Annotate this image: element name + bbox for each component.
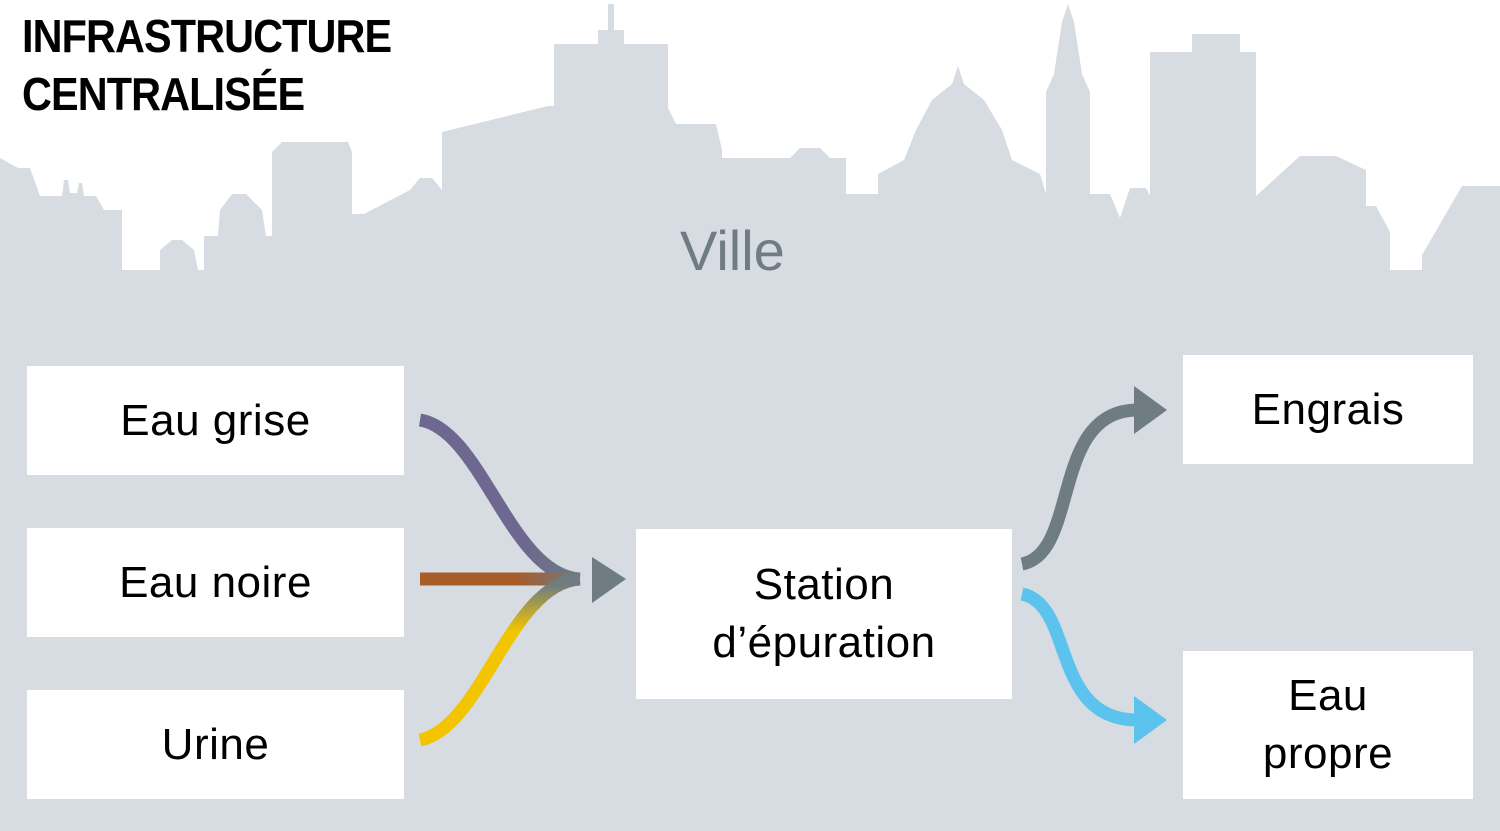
fertilizer-box: Engrais [1183,355,1473,464]
clean-water-flow [1020,587,1139,727]
fertilizer-flow [1020,403,1139,571]
black-water-label: Eau noire [119,557,312,607]
clean-water-label-line-1: Eau [1288,671,1368,720]
fertilizer-label: Engrais [1251,384,1405,434]
grey-water-flow [418,413,581,586]
urine-box: Urine [27,690,404,799]
treatment-plant-label-line-1: Station [753,560,895,609]
city-label: Ville [680,219,785,282]
urine-label: Urine [161,719,270,769]
plant-inlet-arrowhead [592,557,626,603]
fertilizer-arrowhead [1134,386,1167,434]
grey-water-box: Eau grise [27,366,404,475]
urine-flow [418,572,581,747]
treatment-plant-label-line-2: d’épuration [712,618,936,667]
black-water-box: Eau noire [27,528,404,637]
title-line-1: INFRASTRUCTURE [22,10,392,62]
grey-water-label: Eau grise [120,395,311,445]
clean-water-arrowhead [1134,696,1167,744]
treatment-plant-box: Station d’épuration [636,529,1012,699]
clean-water-label-line-2: propre [1262,729,1394,778]
clean-water-box: Eau propre [1183,651,1473,799]
title-line-2: CENTRALISÉE [22,68,305,120]
